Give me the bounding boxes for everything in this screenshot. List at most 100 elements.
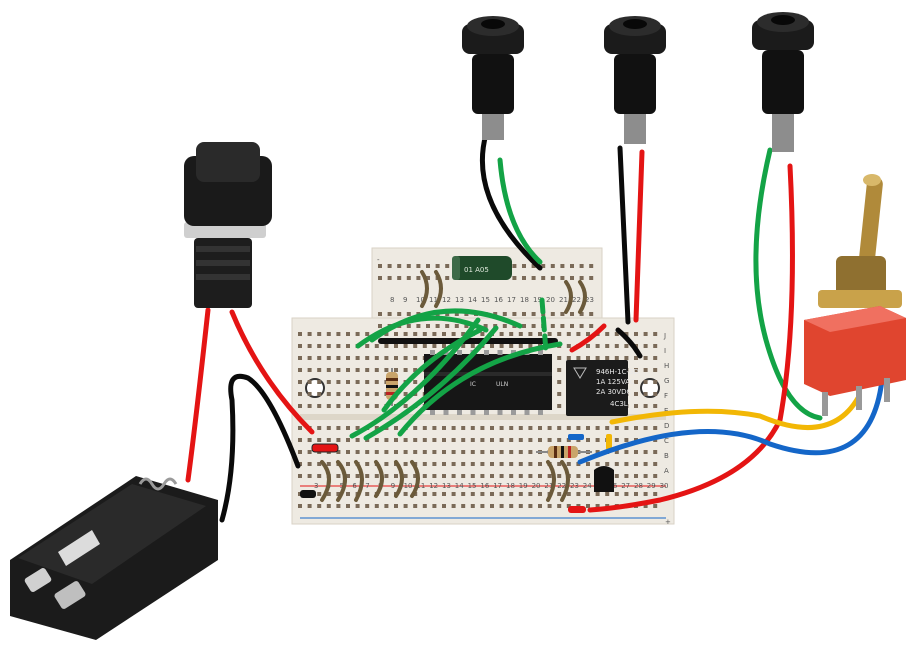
breadboard-hole: [317, 504, 322, 508]
breadboard-hole: [442, 462, 446, 466]
breadboard-hole: [595, 504, 600, 508]
breadboard-hole: [317, 462, 322, 466]
breadboard-hole: [566, 344, 571, 348]
breadboard-hole: [346, 392, 350, 396]
wire-black-battery-to-board: [219, 373, 301, 523]
breadboard-hole: [403, 462, 408, 466]
breadboard-hole: [614, 344, 619, 348]
breadboard-hole: [570, 276, 574, 280]
breadboard-hole: [634, 380, 638, 384]
breadboard-hole: [589, 276, 594, 280]
breadboard-hole: [403, 450, 408, 454]
breadboard-hole: [422, 450, 427, 454]
breadboard-hole: [387, 312, 392, 316]
breadboard-hole: [490, 438, 494, 442]
breadboard-hole: [394, 450, 398, 454]
row-letter: I: [664, 347, 666, 355]
breadboard-hole: [576, 492, 581, 496]
black-bar: [378, 338, 558, 344]
breadboard-hole: [560, 312, 565, 316]
breadboard-hole: [326, 504, 331, 508]
breadboard-hole: [624, 356, 629, 360]
breadboard-hole: [586, 426, 590, 430]
breadboard-hole: [346, 492, 350, 496]
breadboard-hole: [528, 438, 533, 442]
breadboard-hole: [566, 504, 571, 508]
breadboard-hole: [538, 474, 542, 478]
breadboard-hole: [576, 426, 581, 430]
breadboard-hole: [576, 356, 581, 360]
column-number: 28: [634, 482, 643, 490]
breadboard-hole: [394, 356, 398, 360]
breadboard-hole: [445, 312, 450, 316]
ic-pin: [524, 410, 530, 415]
breadboard-hole: [634, 474, 638, 478]
relay-label-1: 946H-1C-3D: [596, 368, 639, 376]
breadboard-hole: [502, 312, 507, 316]
breadboard-hole: [298, 332, 302, 336]
breadboard-hole: [634, 332, 638, 336]
breadboard-hole: [528, 450, 533, 454]
breadboard-hole: [336, 504, 341, 508]
column-number: 13: [455, 296, 464, 304]
breadboard-hole: [365, 450, 370, 454]
breadboard-hole: [365, 504, 370, 508]
breadboard-hole: [509, 426, 514, 430]
breadboard-hole: [416, 264, 421, 268]
row-letter: A: [664, 467, 669, 475]
breadboard-hole: [509, 438, 514, 442]
rail-plus-label: +: [665, 518, 671, 526]
wire-red-jack3: [587, 163, 795, 513]
breadboard-hole: [317, 392, 322, 396]
breadboard-hole: [634, 356, 638, 360]
black-link-left: [300, 490, 316, 498]
breadboard-hole: [480, 474, 485, 478]
breadboard-hole: [586, 344, 590, 348]
breadboard-hole: [579, 264, 584, 268]
breadboard-hole: [480, 504, 485, 508]
column-number: 12: [442, 296, 451, 304]
breadboard-hole: [355, 504, 360, 508]
breadboard-hole: [595, 356, 600, 360]
breadboard-hole: [550, 324, 555, 328]
breadboard-hole: [643, 450, 648, 454]
breadboard-hole: [624, 344, 629, 348]
breadboard-hole: [509, 474, 514, 478]
breadboard-hole: [442, 438, 446, 442]
breadboard-hole: [298, 438, 302, 442]
breadboard-hole: [653, 504, 658, 508]
wire-black-jack1: [479, 131, 543, 271]
wire-red-button-to-battery: [185, 307, 211, 483]
breadboard-hole: [624, 492, 629, 496]
breadboard-hole: [528, 474, 533, 478]
breadboard-hole: [426, 264, 430, 268]
breadboard-hole: [589, 264, 594, 268]
relay-label-3: 2A 30VDC: [596, 388, 632, 396]
breadboard-hole: [406, 276, 411, 280]
breadboard-hole: [490, 344, 494, 348]
breadboard-hole: [384, 368, 389, 372]
breadboard-hole: [480, 492, 485, 496]
breadboard-hole: [528, 332, 533, 336]
breadboard-hole: [326, 392, 331, 396]
breadboard-hole: [624, 332, 629, 336]
breadboard-hole: [355, 450, 360, 454]
breadboard-hole: [528, 462, 533, 466]
breadboard-hole: [394, 368, 398, 372]
breadboard-hole: [634, 492, 638, 496]
breadboard-hole: [470, 474, 475, 478]
breadboard-hole: [547, 426, 552, 430]
breadboard-hole: [384, 474, 389, 478]
breadboard-hole: [384, 492, 389, 496]
breadboard-hole: [490, 462, 494, 466]
breadboard-hole: [454, 324, 459, 328]
column-number: 23: [585, 296, 594, 304]
breadboard-hole: [512, 264, 517, 268]
red-link-left: [311, 443, 339, 453]
breadboard-hole: [397, 276, 402, 280]
wire-black-jack2-board: [615, 327, 643, 359]
breadboard-hole: [470, 450, 475, 454]
breadboard-hole: [538, 504, 542, 508]
breadboard-hole: [470, 504, 475, 508]
breadboard-hole: [374, 474, 379, 478]
